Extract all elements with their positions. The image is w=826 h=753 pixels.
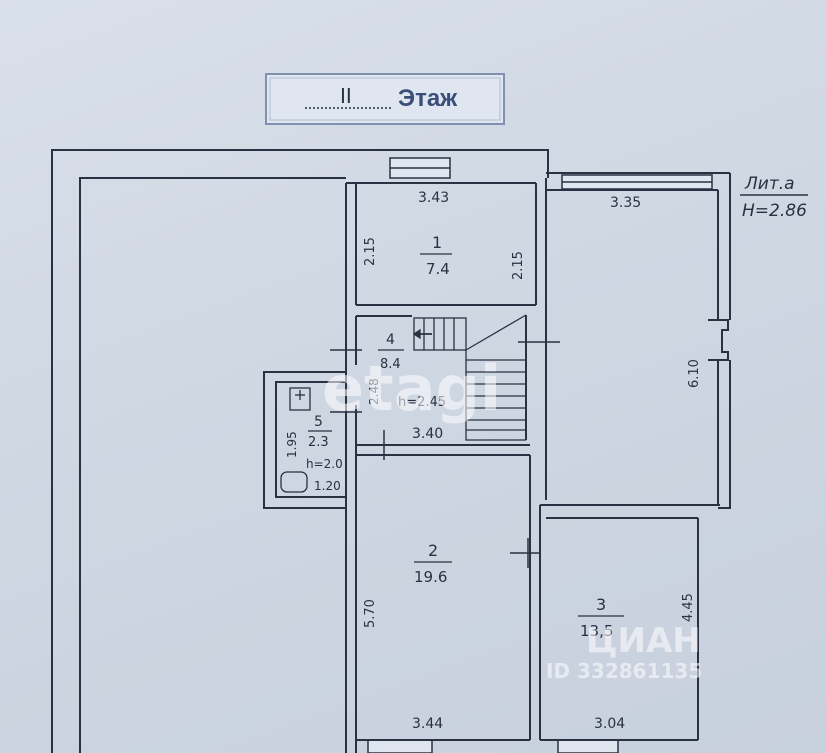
door-ticks	[330, 332, 560, 568]
litera-label: Лит.а	[744, 174, 795, 194]
window-room2	[367, 739, 433, 753]
dim-room1-right: 2.15	[511, 251, 526, 280]
dim-room2-bottom: 3.44	[412, 716, 443, 732]
room-5-area: 2.3	[308, 435, 329, 450]
windows	[367, 157, 713, 753]
room-4-area: 8.4	[380, 357, 401, 372]
litera-note: Лит.а H=2.86	[740, 174, 808, 221]
room-2-label: 2 19.6	[414, 541, 452, 586]
room-1-label: 1 7.4	[420, 233, 452, 278]
dim-right-height: 6.10	[687, 359, 702, 388]
dim-right-top: 3.35	[610, 195, 641, 211]
dim-room4-height: 2.48	[367, 378, 381, 405]
watermark-etagi: etagi	[322, 352, 501, 425]
room-3-label: 3 13,5	[578, 595, 624, 640]
room-labels: 1 7.4 2 19.6 3 13,5 4 8.4 5 2.3	[308, 233, 624, 640]
room-3-area: 13,5	[580, 622, 613, 640]
window-room3	[557, 739, 619, 753]
room-3-number: 3	[596, 595, 606, 614]
staircase	[412, 314, 527, 441]
floor-stamp: II Этаж	[265, 73, 505, 125]
room-5-label: 5 2.3	[308, 414, 332, 450]
room-1-area: 7.4	[426, 260, 450, 278]
room-2-number: 2	[428, 541, 438, 560]
dim-room4-ceiling: h=2.45	[398, 395, 446, 410]
dimensions: 3.43 2.15 2.15 3.35 6.10 2.48 h=2.45 3.4…	[285, 190, 702, 732]
room-1-number: 1	[432, 233, 442, 252]
room-4-label: 4 8.4	[378, 332, 404, 372]
dim-room3-height: 4.45	[681, 593, 696, 622]
dim-room2-height: 5.70	[363, 599, 378, 628]
dim-room4-width: 3.40	[412, 426, 443, 442]
dim-room5-height: 1.95	[285, 431, 299, 458]
room-2-area: 19.6	[414, 568, 447, 586]
toilet-icon	[280, 471, 308, 493]
room-5-bump	[263, 371, 346, 509]
outer-walls	[51, 149, 731, 753]
watermark-cian: ЦИАН	[586, 621, 701, 661]
room-5-number: 5	[314, 414, 323, 430]
dim-room1-left: 2.15	[363, 237, 378, 266]
floor-word: Этаж	[398, 85, 458, 112]
dim-room3-bottom: 3.04	[594, 716, 625, 732]
floor-numeral: II	[340, 84, 352, 108]
dim-room1-top: 3.43	[418, 190, 449, 206]
room-4-number: 4	[386, 332, 395, 348]
litera-height: H=2.86	[742, 201, 807, 221]
watermarks: etagi ЦИАН ID 332861135	[322, 352, 702, 683]
watermark-cian-id: ID 332861135	[546, 659, 702, 683]
dim-room5-ceiling: h=2.0	[306, 457, 343, 471]
sink-icon	[289, 387, 311, 411]
dim-room5-width: 1.20	[314, 479, 341, 493]
interior-walls	[345, 178, 720, 753]
